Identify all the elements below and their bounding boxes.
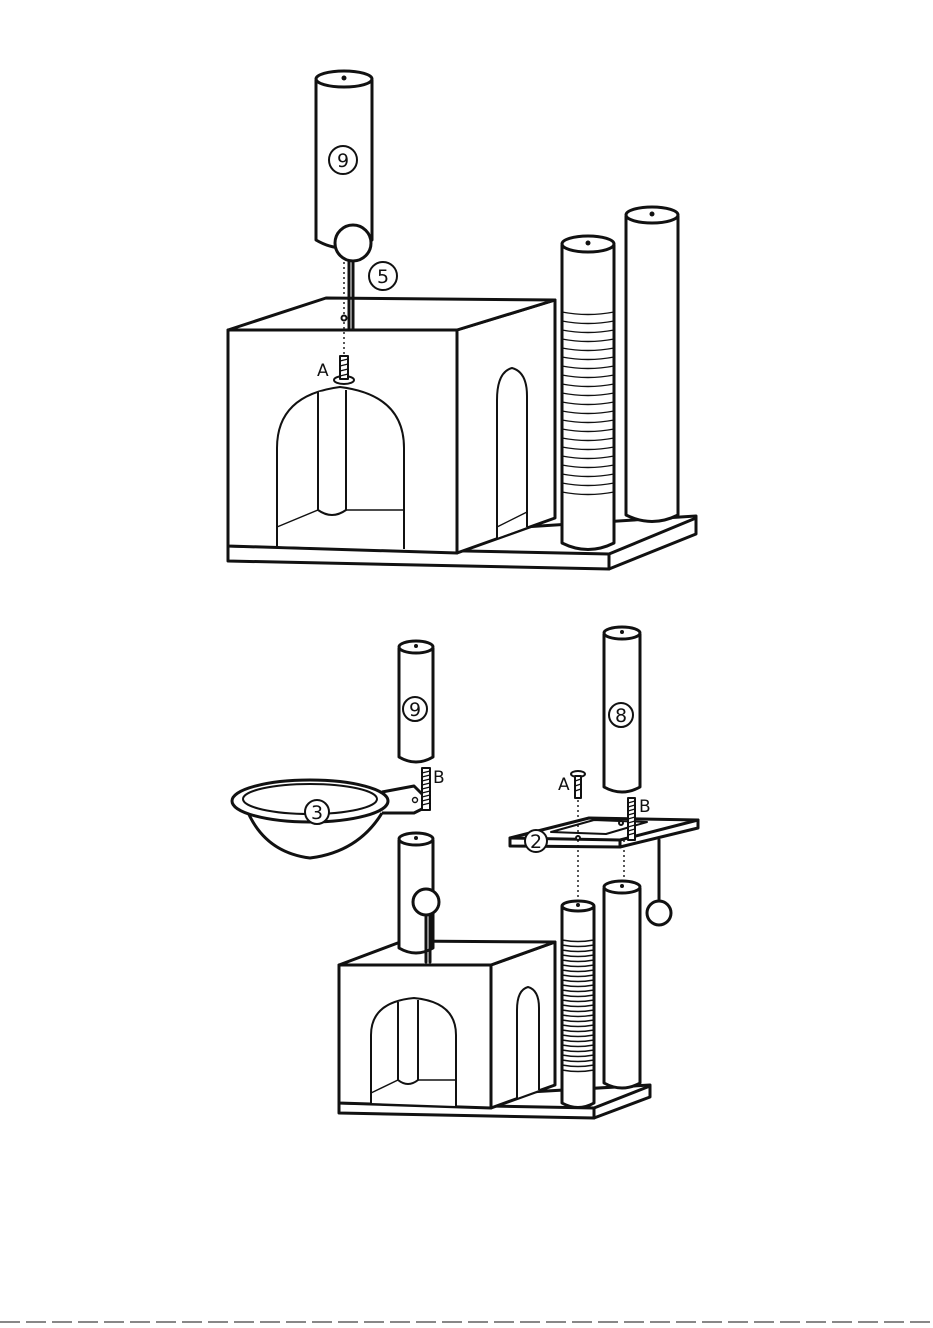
step2-bowl-3: 3 xyxy=(232,780,424,858)
step2-screw-a-label: A xyxy=(558,775,570,795)
step1-post-9: 9 xyxy=(316,71,372,248)
step2-post-8: 8 xyxy=(604,627,640,792)
step1-screw-a-label: A xyxy=(317,361,329,381)
step2-bolt-b1: B xyxy=(422,768,445,810)
step2-screw-a: A xyxy=(558,771,585,798)
step1-post-9-label: 9 xyxy=(337,150,349,172)
step2-bolt-b1-label: B xyxy=(433,768,445,788)
step1-sisal-post xyxy=(562,236,614,550)
step2-lower-post xyxy=(399,833,439,962)
step2-post-9-label: 9 xyxy=(409,699,421,721)
step2-plain-post xyxy=(604,881,640,1088)
step1-illustration: A 9 5 xyxy=(228,71,696,569)
step2-bowl-3-label: 3 xyxy=(311,802,323,824)
step2-bolt-b2-label: B xyxy=(639,797,651,817)
step2-platform-2-label: 2 xyxy=(530,831,542,853)
step2-house-box xyxy=(339,941,555,1108)
step2-illustration: 3 B 9 2 xyxy=(232,627,698,1118)
step2-sisal-post xyxy=(562,901,594,1108)
step1-tall-post xyxy=(626,207,678,522)
step2-post-9: 9 xyxy=(399,641,433,762)
step1-toy-5-label: 5 xyxy=(377,266,389,288)
step2-post-8-label: 8 xyxy=(615,705,627,727)
step1-house-box xyxy=(228,298,555,553)
